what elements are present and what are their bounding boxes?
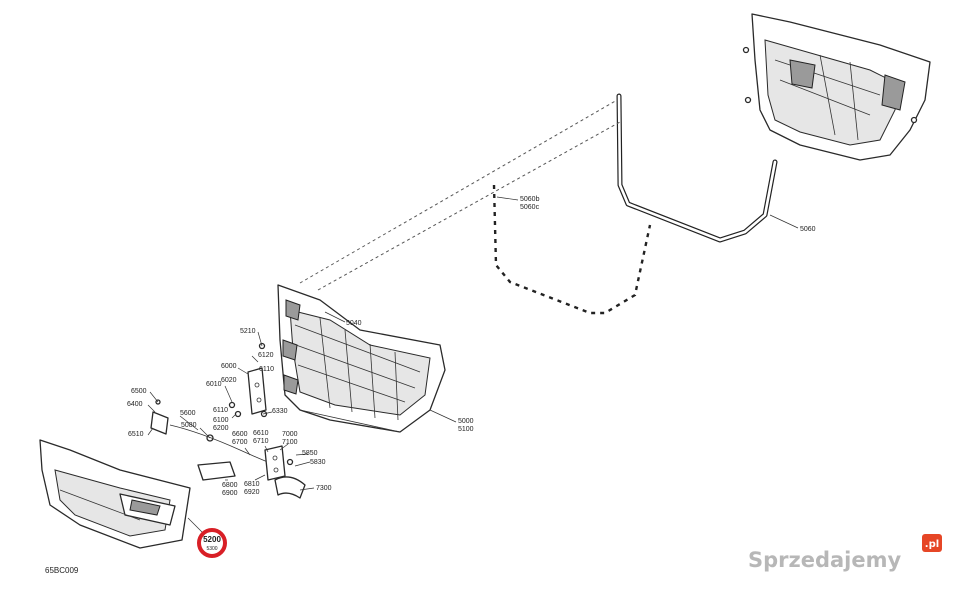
label-6010: 6010 xyxy=(206,381,222,388)
label-5600: 5600 xyxy=(180,410,196,417)
label-6200: 6200 xyxy=(213,425,229,432)
highlighted-part-callout: 5200 5300 xyxy=(197,528,227,558)
alignment-line-a xyxy=(299,99,618,284)
label-6920: 6920 xyxy=(244,489,260,496)
label-5210: 5210 xyxy=(240,328,256,335)
label-6900: 6900 xyxy=(222,490,238,497)
label-5850: 5850 xyxy=(302,450,318,457)
label-5100: 5100 xyxy=(458,426,474,433)
watermark: Sprzedajemy .pl xyxy=(748,534,942,572)
latch-hardware xyxy=(150,342,306,499)
watermark-badge-text: .pl xyxy=(925,539,939,550)
highlight-ring xyxy=(197,528,227,558)
label-6020: 6020 xyxy=(221,377,237,384)
door-seal xyxy=(616,93,778,243)
label-6600: 6600 xyxy=(232,431,248,438)
label-6800: 6800 xyxy=(222,482,238,489)
label-6330: 6330 xyxy=(272,408,288,415)
label-5000: 5000 xyxy=(458,418,474,425)
label-7300: 7300 xyxy=(316,485,332,492)
label-6710: 6710 xyxy=(253,438,269,445)
label-5080: 5080 xyxy=(181,422,197,429)
label-6700: 6700 xyxy=(232,439,248,446)
label-7000: 7000 xyxy=(282,431,298,438)
label-6100: 6100 xyxy=(213,417,229,424)
label-6610: 6610 xyxy=(253,430,269,437)
label-5040: 5040 xyxy=(346,320,362,327)
seal-outline-dashed xyxy=(492,184,652,315)
label-5060c: 5060c xyxy=(520,204,540,211)
label-6500: 6500 xyxy=(131,388,147,395)
highlight-part-number: 5200 xyxy=(203,535,221,544)
label-6810: 6810 xyxy=(244,481,260,488)
lower-trim-panel xyxy=(39,439,191,549)
label-6510: 6510 xyxy=(128,431,144,438)
diagram-code: 65BC009 xyxy=(45,566,79,575)
label-6110-upper: 6110 xyxy=(259,366,274,373)
label-5060b: 5060b xyxy=(520,196,540,203)
door-frame-assembly xyxy=(742,13,931,161)
label-7100: 7100 xyxy=(282,439,298,446)
label-6000: 6000 xyxy=(221,363,237,370)
alignment-line-b xyxy=(317,121,621,291)
label-6400: 6400 xyxy=(127,401,143,408)
watermark-text: Sprzedajemy xyxy=(748,548,902,572)
label-6110-lower: 6110 xyxy=(213,407,228,414)
label-5830: 5830 xyxy=(310,459,326,466)
leader-lines xyxy=(147,196,799,535)
callout-labels: 5060b 5060c 5060 5040 5210 6120 6000 611… xyxy=(127,196,816,497)
watermark-badge xyxy=(922,534,942,552)
door-panel xyxy=(277,284,446,433)
label-6120: 6120 xyxy=(258,352,274,359)
highlight-part-sub: 5300 xyxy=(206,546,217,552)
label-5060: 5060 xyxy=(800,226,816,233)
